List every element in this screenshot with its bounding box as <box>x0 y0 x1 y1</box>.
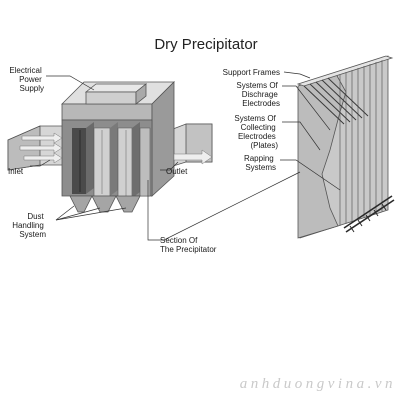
dust-hopper-3 <box>115 195 141 213</box>
power-supply-box <box>85 91 137 105</box>
plate-4 <box>139 127 151 197</box>
plate-3 <box>117 127 133 199</box>
collecting-plates <box>339 60 383 226</box>
outlet-label: Outlet <box>166 167 188 176</box>
outlet-flow-arrow <box>173 149 213 165</box>
support-frames-label: Support Frames <box>223 68 280 77</box>
discharge-electrodes <box>303 77 369 125</box>
inlet-label: Inlet <box>8 167 24 176</box>
power-supply-label: Electrical Power Supply <box>9 66 44 93</box>
inlet-flow-arrows <box>19 132 63 164</box>
diagram-title: Dry Precipitator <box>154 36 257 53</box>
watermark: anhduongvina.vn <box>240 376 396 392</box>
discharge-electrodes-label: Systems Of Dischrage Electrodes <box>236 81 280 108</box>
housing-front <box>61 103 153 121</box>
rapping-systems-label: Rapping Systems <box>244 154 276 172</box>
support-frame <box>296 55 394 87</box>
plate-1 <box>72 128 86 194</box>
leader-lines <box>30 71 341 241</box>
dust-hopper-2 <box>91 195 117 213</box>
dust-hopper-1 <box>69 195 93 213</box>
dust-handling-label: Dust Handling System <box>12 212 46 239</box>
rapping-system <box>343 195 395 233</box>
rapping-hammers <box>349 203 387 233</box>
collecting-electrodes-label: Systems Of Collecting Electrodes (Plates… <box>234 114 278 150</box>
precipitator-section <box>296 55 395 239</box>
section-label: Section Of The Precipitator <box>160 236 217 254</box>
precipitator-housing <box>7 81 213 213</box>
